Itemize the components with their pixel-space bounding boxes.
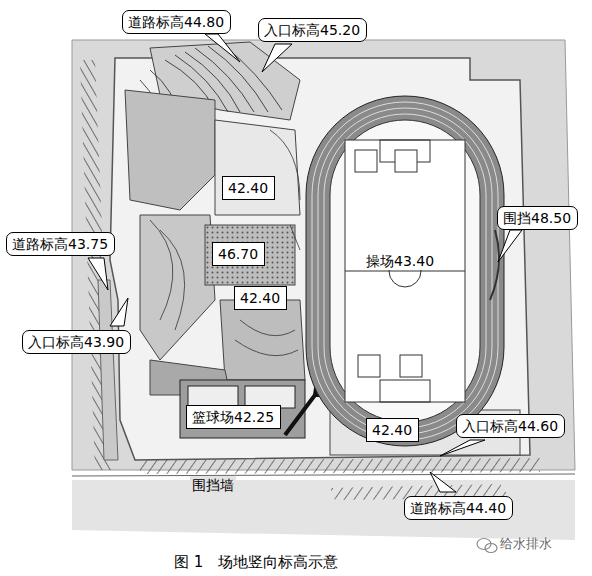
elevation-callout: 入口标高44.60 [456, 414, 565, 438]
elevation-text: 围挡48.50 [503, 209, 572, 227]
elevation-text: 42.40 [228, 179, 269, 197]
field-label: 操场43.40 [364, 252, 436, 270]
elevation-callout: 道路标高43.75 [6, 232, 115, 256]
elevation-text: 入口标高45.20 [264, 21, 361, 39]
elevation-box: 42.40 [366, 418, 419, 442]
elevation-text: 道路标高44.80 [128, 13, 225, 31]
elevation-box: 篮球场42.25 [186, 405, 281, 429]
elevation-text: 入口标高43.90 [28, 333, 125, 351]
elevation-text: 42.40 [240, 289, 281, 307]
elevation-callout: 围挡48.50 [497, 206, 578, 230]
watermark: 给水排水 [498, 535, 554, 553]
figure-caption: 图 1 场地竖向标高示意 [174, 553, 338, 571]
elevation-callout: 入口标高43.90 [22, 330, 131, 354]
elevation-text: 道路标高44.40 [410, 499, 507, 517]
elevation-text: 入口标高44.60 [462, 417, 559, 435]
elevation-box: 42.40 [234, 286, 287, 310]
elevation-callout: 道路标高44.80 [122, 10, 231, 34]
elevation-callout: 道路标高44.40 [404, 496, 513, 520]
elevation-box: 42.40 [222, 176, 275, 200]
elevation-box: 46.70 [212, 242, 265, 266]
elevation-text: 篮球场42.25 [192, 408, 275, 426]
elevation-text: 42.40 [372, 421, 413, 439]
elevation-text: 道路标高43.75 [12, 235, 109, 253]
wall-label: 围挡墙 [190, 476, 236, 494]
elevation-callout: 入口标高45.20 [258, 18, 367, 42]
elevation-text: 46.70 [218, 245, 259, 263]
